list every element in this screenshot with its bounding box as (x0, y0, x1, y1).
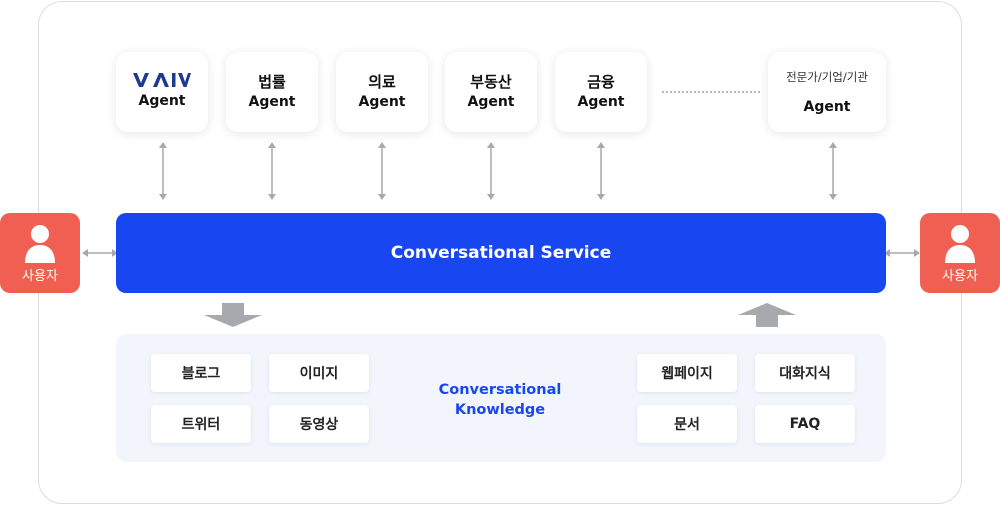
agent-card-legal: 법률 Agent (226, 52, 318, 132)
agent-label: Agent (248, 94, 296, 110)
knowledge-title-line2: Knowledge (454, 402, 546, 418)
double-arrow-icon (159, 142, 167, 200)
agent-label: Agent (803, 99, 851, 115)
agent-domain: 전문가/기업/기관 (786, 70, 868, 84)
arrow-down-icon (204, 303, 262, 327)
knowledge-item-document: 문서 (637, 405, 737, 443)
service-label: Conversational Service (390, 243, 612, 263)
agent-card-realestate: 부동산 Agent (445, 52, 537, 132)
knowledge-item-blog: 블로그 (151, 354, 251, 392)
user-box-right: 사용자 (920, 213, 1000, 293)
agent-domain: 법률 (258, 73, 286, 91)
knowledge-item-image: 이미지 (269, 354, 369, 392)
agent-card-vaiv: Agent (116, 52, 208, 132)
agent-label: Agent (577, 94, 625, 110)
agent-card-expert: 전문가/기업/기관 Agent (768, 52, 886, 132)
double-arrow-icon (597, 142, 605, 200)
knowledge-title: Conversational Knowledge (420, 380, 580, 420)
double-arrow-icon (884, 249, 920, 257)
agent-label: Agent (467, 94, 515, 110)
conversational-service-bar: Conversational Service (116, 213, 886, 293)
agent-label: Agent (138, 93, 186, 109)
agent-card-finance: 금융 Agent (555, 52, 647, 132)
double-arrow-icon (378, 142, 386, 200)
vaiv-logo (133, 73, 191, 87)
knowledge-item-twitter: 트위터 (151, 405, 251, 443)
double-arrow-icon (268, 142, 276, 200)
agent-domain: 금융 (587, 73, 615, 91)
agent-label: Agent (358, 94, 406, 110)
ellipsis-connector (662, 91, 760, 93)
knowledge-title-line1: Conversational (438, 382, 562, 398)
user-icon (945, 225, 975, 263)
user-label: 사용자 (942, 269, 978, 284)
agent-card-medical: 의료 Agent (336, 52, 428, 132)
knowledge-item-video: 동영상 (269, 405, 369, 443)
agent-domain: 의료 (368, 73, 396, 91)
knowledge-item-dialogue: 대화지식 (755, 354, 855, 392)
agent-domain: 부동산 (470, 73, 512, 91)
knowledge-item-faq: FAQ (755, 405, 855, 443)
double-arrow-icon (829, 142, 837, 200)
knowledge-item-webpage: 웹페이지 (637, 354, 737, 392)
arrow-up-icon (738, 303, 796, 327)
user-box-left: 사용자 (0, 213, 80, 293)
user-icon (25, 225, 55, 263)
user-label: 사용자 (22, 269, 58, 284)
double-arrow-icon (82, 249, 118, 257)
double-arrow-icon (487, 142, 495, 200)
